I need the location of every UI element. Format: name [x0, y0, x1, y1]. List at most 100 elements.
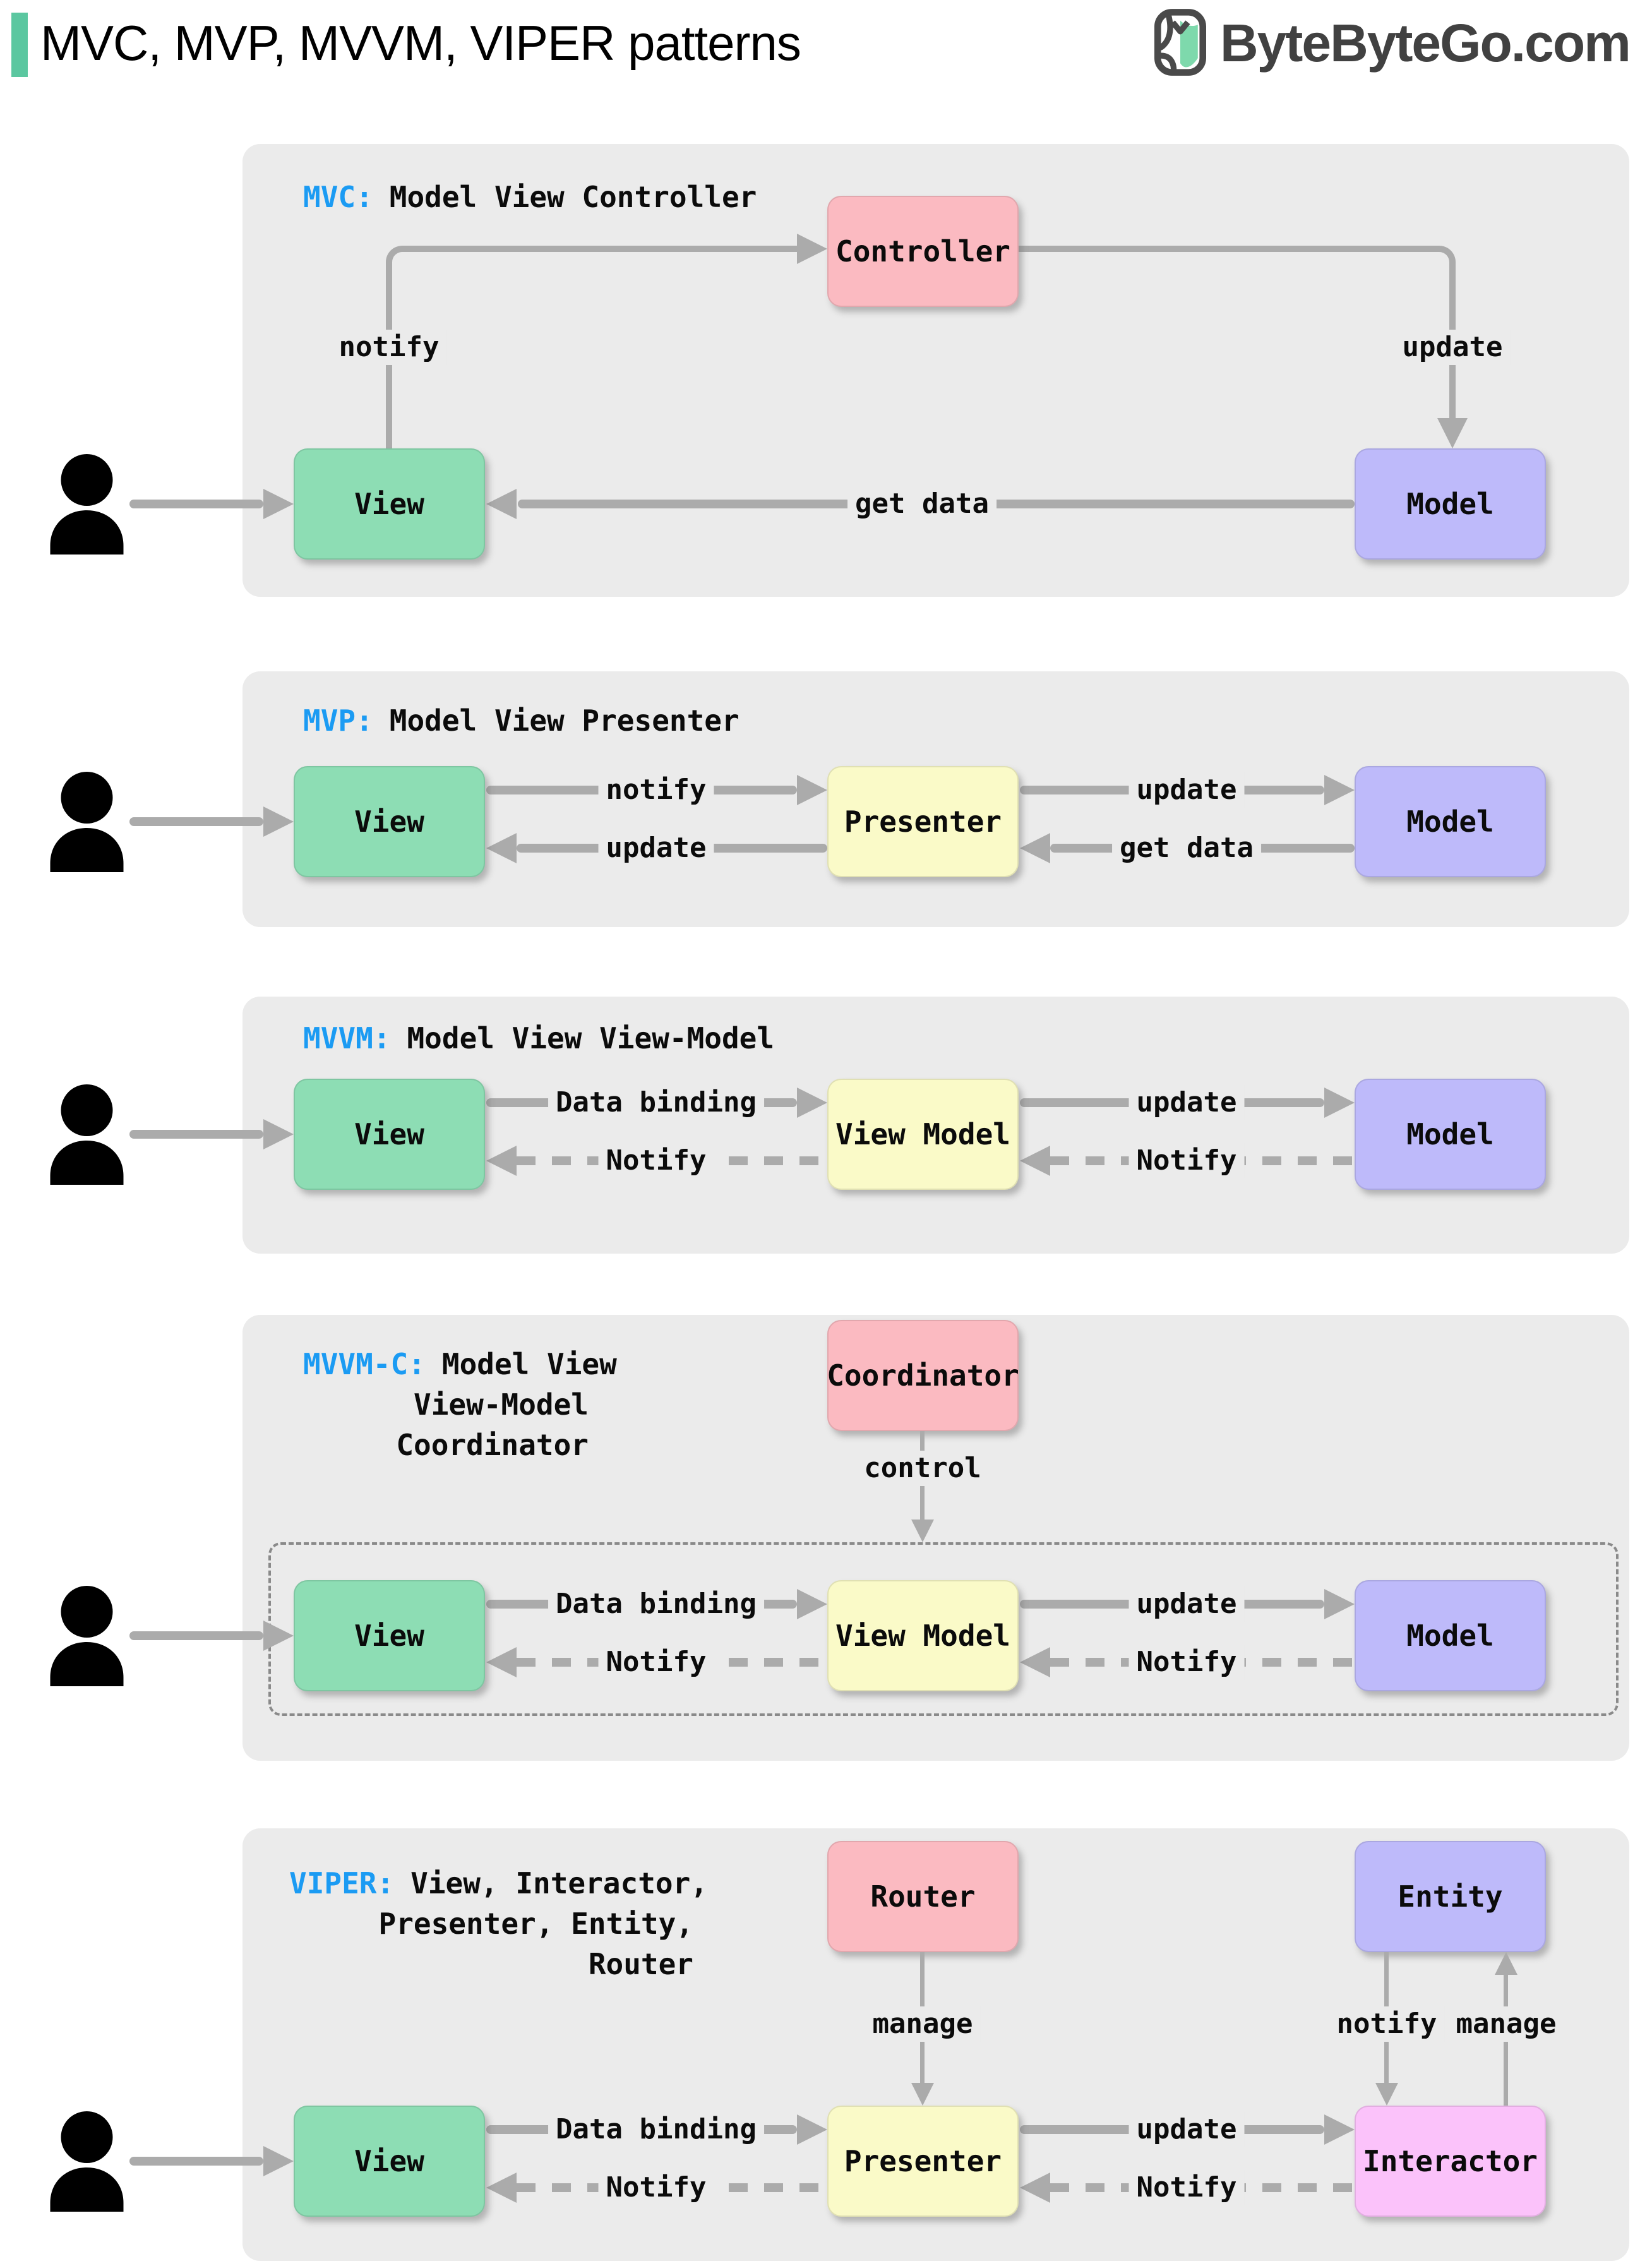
mvc-controller-node: Controller	[827, 196, 1019, 307]
viper-update-label: update	[1128, 2112, 1245, 2147]
viper-notify-right-label: Notify	[1128, 2170, 1245, 2205]
mvvmc-name-line1: Model View	[441, 1347, 617, 1381]
mvvm-view-model-node: View Model	[827, 1079, 1019, 1190]
mvvmc-notify-right-arrowhead	[1020, 1647, 1050, 1677]
mvvm-notify-left-label: Notify	[598, 1143, 714, 1178]
mvvmc-view-node: View	[294, 1580, 485, 1691]
mvc-get-data-arrowhead	[486, 489, 517, 519]
user-icon	[50, 1586, 124, 1686]
viper-update-arrowhead	[1324, 2114, 1355, 2145]
mvvmc-notify-left-arrowhead	[486, 1647, 517, 1677]
mvvmc-data-binding-arrowhead	[797, 1589, 827, 1619]
title-accent-bar	[11, 13, 28, 77]
viper-presenter-node: Presenter	[827, 2106, 1019, 2217]
mvvm-notify-right-arrowhead	[1020, 1146, 1050, 1176]
mvvmc-control-label: control	[856, 1451, 989, 1486]
mvvm-tag: MVVM:	[303, 1021, 391, 1055]
mvc-update-arrowhead	[1437, 418, 1468, 448]
mvvmc-update-label: update	[1128, 1586, 1245, 1622]
mvc-notify-arrowhead	[797, 234, 827, 264]
viper-data-binding-arrowhead	[797, 2114, 827, 2145]
mvvmc-coordinator-node: Coordinator	[827, 1320, 1019, 1431]
mvc-update-label: update	[1394, 330, 1511, 365]
mvc-header: MVC: Model View Controller	[303, 179, 757, 215]
mvvm-header: MVVM: Model View View-Model	[303, 1020, 774, 1057]
viper-user-arrow-line	[129, 2157, 263, 2166]
mvc-model-node: Model	[1355, 448, 1546, 560]
mvp-model-node: Model	[1355, 766, 1546, 877]
mvc-get-data-label: get data	[847, 486, 997, 522]
mvvmc-tag: MVVM-C:	[303, 1347, 426, 1381]
page-title: MVC, MVP, MVVM, VIPER patterns	[40, 15, 801, 71]
mvvmc-view-model-node: View Model	[827, 1580, 1019, 1691]
mvc-notify-label: notify	[331, 330, 447, 365]
viper-tag: VIPER:	[289, 1866, 395, 1900]
mvp-header: MVP: Model View Presenter	[303, 702, 739, 739]
mvvm-user-arrow-line	[129, 1130, 263, 1139]
viper-notify-left-label: Notify	[598, 2170, 714, 2205]
mvvm-data-binding-label: Data binding	[548, 1085, 764, 1120]
mvp-update-right-label: update	[1128, 772, 1245, 808]
mvc-tag: MVC:	[303, 180, 373, 214]
viper-user-arrowhead	[263, 2146, 294, 2176]
mvvm-user-arrowhead	[263, 1119, 294, 1149]
mvvm-update-arrowhead	[1324, 1088, 1355, 1118]
viper-notify-left-arrowhead	[486, 2173, 517, 2203]
mvvmc-model-node: Model	[1355, 1580, 1546, 1691]
mvvmc-user-arrowhead	[263, 1621, 294, 1651]
user-icon	[50, 1084, 124, 1185]
mvvmc-update-arrowhead	[1324, 1589, 1355, 1619]
mvp-tag: MVP:	[303, 704, 373, 738]
viper-header: VIPER: View, Interactor, Presenter, Entit…	[289, 1863, 708, 1984]
mvc-user-arrow-line	[129, 500, 263, 508]
mvp-notify-label: notify	[598, 772, 714, 808]
mvp-get-data-label: get data	[1112, 830, 1261, 866]
mvp-update-left-arrowhead	[486, 833, 517, 863]
mvvm-notify-right-label: Notify	[1128, 1143, 1245, 1178]
viper-view-node: View	[294, 2106, 485, 2217]
viper-manage-entity-arrowhead	[1495, 1952, 1517, 1975]
mvvm-notify-left-arrowhead	[486, 1146, 517, 1176]
mvvm-data-binding-arrowhead	[797, 1088, 827, 1118]
mvvmc-data-binding-label: Data binding	[548, 1586, 764, 1622]
mvvmc-notify-right-label: Notify	[1128, 1645, 1245, 1680]
viper-manage-entity-label: manage	[1448, 2006, 1564, 2042]
mvvmc-control-arrowhead	[911, 1520, 934, 1542]
user-icon	[50, 454, 124, 555]
viper-name-line2: Presenter, Entity,	[378, 1907, 694, 1941]
viper-manage-router-arrowhead	[911, 2083, 934, 2106]
viper-notify-entity-label: notify	[1329, 2006, 1445, 2042]
mvvmc-user-arrow-line	[129, 1631, 263, 1640]
mvc-notify-arrow-line	[386, 246, 797, 448]
mvc-view-node: View	[294, 448, 485, 560]
mvvm-model-node: Model	[1355, 1079, 1546, 1190]
mvp-update-right-arrowhead	[1324, 775, 1355, 805]
mvp-view-node: View	[294, 766, 485, 877]
mvc-user-arrowhead	[263, 489, 294, 519]
bytebytego-logo-icon	[1154, 9, 1206, 76]
viper-data-binding-label: Data binding	[548, 2112, 764, 2147]
mvp-update-left-label: update	[598, 830, 714, 866]
mvp-user-arrowhead	[263, 806, 294, 837]
user-icon	[50, 2111, 124, 2212]
mvvm-name: Model View View-Model	[407, 1021, 775, 1055]
mvc-name: Model View Controller	[389, 180, 757, 214]
mvvm-view-node: View	[294, 1079, 485, 1190]
mvvmc-name-line3: Coordinator	[396, 1428, 589, 1462]
viper-notify-entity-arrowhead	[1375, 2083, 1398, 2106]
viper-router-node: Router	[827, 1841, 1019, 1952]
viper-name-line1: View, Interactor,	[410, 1866, 708, 1900]
brand-text: ByteByteGo.com	[1220, 13, 1631, 73]
mvvmc-name-line2: View-Model	[414, 1388, 589, 1422]
mvvmc-notify-left-label: Notify	[598, 1645, 714, 1680]
mvvm-update-label: update	[1128, 1085, 1245, 1120]
mvp-get-data-arrowhead	[1020, 833, 1050, 863]
user-icon	[50, 772, 124, 872]
viper-interactor-node: Interactor	[1355, 2106, 1546, 2217]
viper-notify-right-arrowhead	[1020, 2173, 1050, 2203]
mvp-notify-arrowhead	[797, 775, 827, 805]
mvvmc-header: MVVM-C: Model View View-Model Coordinator	[303, 1344, 617, 1465]
viper-name-line3: Router	[588, 1947, 693, 1981]
mvp-name: Model View Presenter	[389, 704, 739, 738]
mvp-presenter-node: Presenter	[827, 766, 1019, 877]
